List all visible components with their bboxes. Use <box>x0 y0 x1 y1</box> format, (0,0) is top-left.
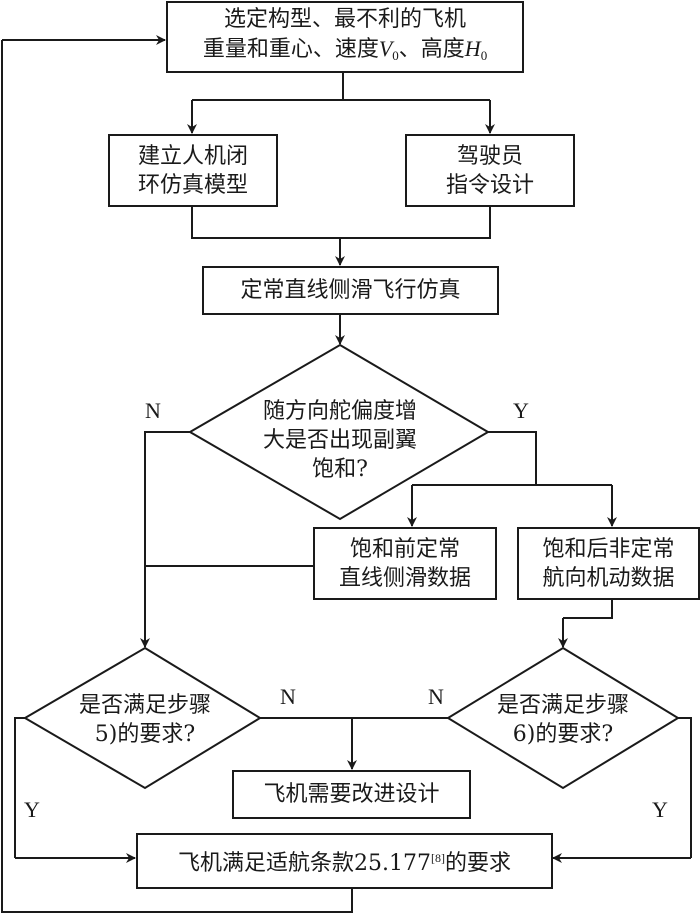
decision-saturation-line1: 随方向舵偏度增 <box>262 398 417 424</box>
decision-step6-shape <box>446 646 680 790</box>
edge-saturation-no <box>144 431 190 566</box>
model-line2: 环仿真模型 <box>137 172 248 198</box>
height-sub: 0 <box>480 47 488 63</box>
decision-saturation-line3: 饱和? <box>312 456 368 482</box>
pre-saturation-box: 饱和前定常 直线侧滑数据 <box>313 527 497 600</box>
label-step5-no: N <box>280 684 296 709</box>
redesign-line1: 飞机需要改进设计 <box>263 782 440 807</box>
label-step6-no: N <box>428 684 444 709</box>
simulation-box: 定常直线侧滑飞行仿真 <box>202 266 499 315</box>
pre-saturation-line2: 直线侧滑数据 <box>338 565 471 591</box>
reference-marker: [8] <box>430 851 445 865</box>
edge-step5-yes <box>14 717 25 858</box>
decision-step5-line2: 5)的要求? <box>94 722 196 747</box>
redesign-box: 飞机需要改进设计 <box>232 770 471 819</box>
velocity-var: V <box>378 35 393 61</box>
decision-step5-text: 是否满足步骤 5)的要求? <box>35 690 255 750</box>
post-saturation-line1: 饱和后非定常 <box>542 536 675 562</box>
post-saturation-line2: 航向机动数据 <box>542 565 675 591</box>
label-saturation-yes: Y <box>513 398 529 423</box>
pilot-box: 驾驶员 指令设计 <box>405 134 575 207</box>
start-box: 选定构型、最不利的飞机 重量和重心、速度V0、高度H0 <box>166 1 524 73</box>
edge-post-to-step6 <box>563 600 613 619</box>
label-step5-yes: Y <box>24 797 40 822</box>
pre-saturation-line1: 饱和前定常 <box>349 536 460 562</box>
label-saturation-no: N <box>145 398 161 423</box>
pilot-line1: 驾驶员 <box>456 143 523 169</box>
meets-line1: 飞机满足适航条款25.177[8]的要求 <box>178 851 511 876</box>
velocity-sub: 0 <box>392 47 399 63</box>
pilot-line2: 指令设计 <box>445 172 534 198</box>
decision-step5-line1: 是否满足步骤 <box>78 693 211 718</box>
decision-step6-line2: 6)的要求? <box>512 722 614 747</box>
edge-step6-yes <box>678 717 692 858</box>
model-box: 建立人机闭 环仿真模型 <box>108 134 278 207</box>
decision-saturation-text: 随方向舵偏度增 大是否出现副翼 饱和? <box>190 390 490 490</box>
height-var: H <box>464 35 481 61</box>
meets-requirements-box: 飞机满足适航条款25.177[8]的要求 <box>136 833 553 889</box>
edge-feedback-loop <box>1 40 353 913</box>
start-line2: 重量和重心、速度V0、高度H0 <box>202 35 488 63</box>
model-line1: 建立人机闭 <box>137 143 248 169</box>
decision-step6-text: 是否满足步骤 6)的要求? <box>453 690 673 750</box>
simulation-line1: 定常直线侧滑飞行仿真 <box>240 278 461 303</box>
edge-saturation-yes <box>488 431 537 485</box>
decision-saturation-shape <box>188 343 490 521</box>
post-saturation-box: 饱和后非定常 航向机动数据 <box>517 527 700 600</box>
edge-merge <box>191 206 491 239</box>
label-step6-yes: Y <box>652 797 668 822</box>
decision-step6-line1: 是否满足步骤 <box>496 693 629 718</box>
decision-saturation-line2: 大是否出现副翼 <box>262 427 417 453</box>
decision-step5-shape <box>23 646 262 790</box>
start-line1: 选定构型、最不利的飞机 <box>223 6 466 32</box>
